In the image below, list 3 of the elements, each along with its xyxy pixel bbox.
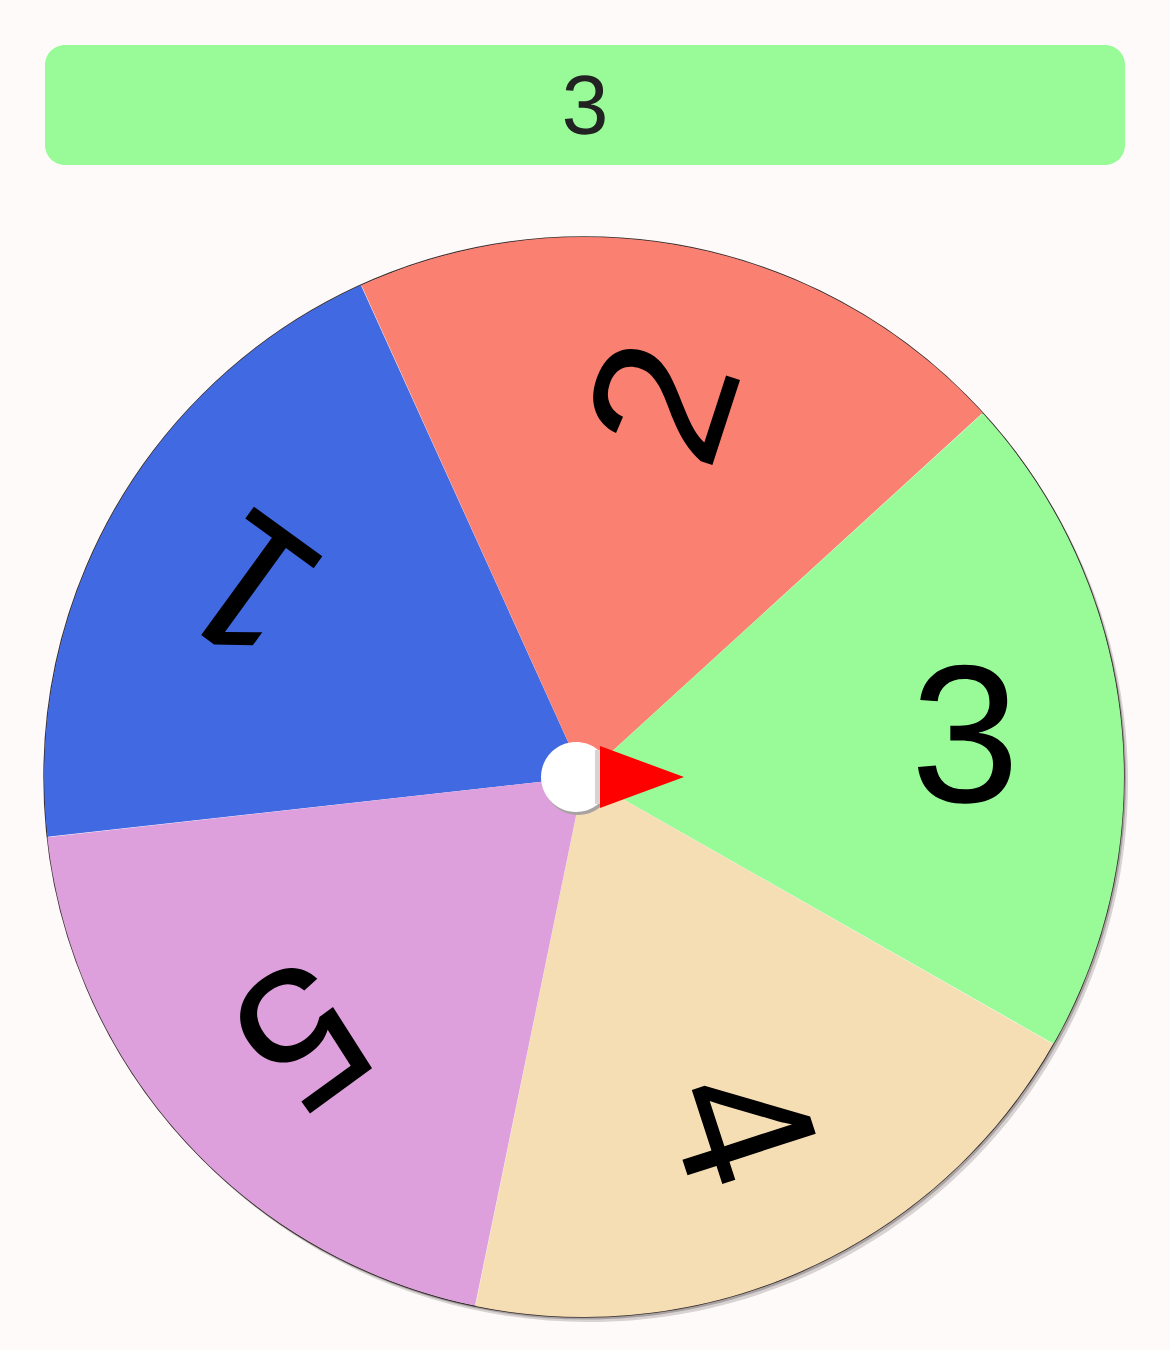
- wheel-sector: 5: [47, 777, 584, 1306]
- wheel-sector: 1: [44, 285, 584, 837]
- result-banner: 3: [45, 45, 1125, 165]
